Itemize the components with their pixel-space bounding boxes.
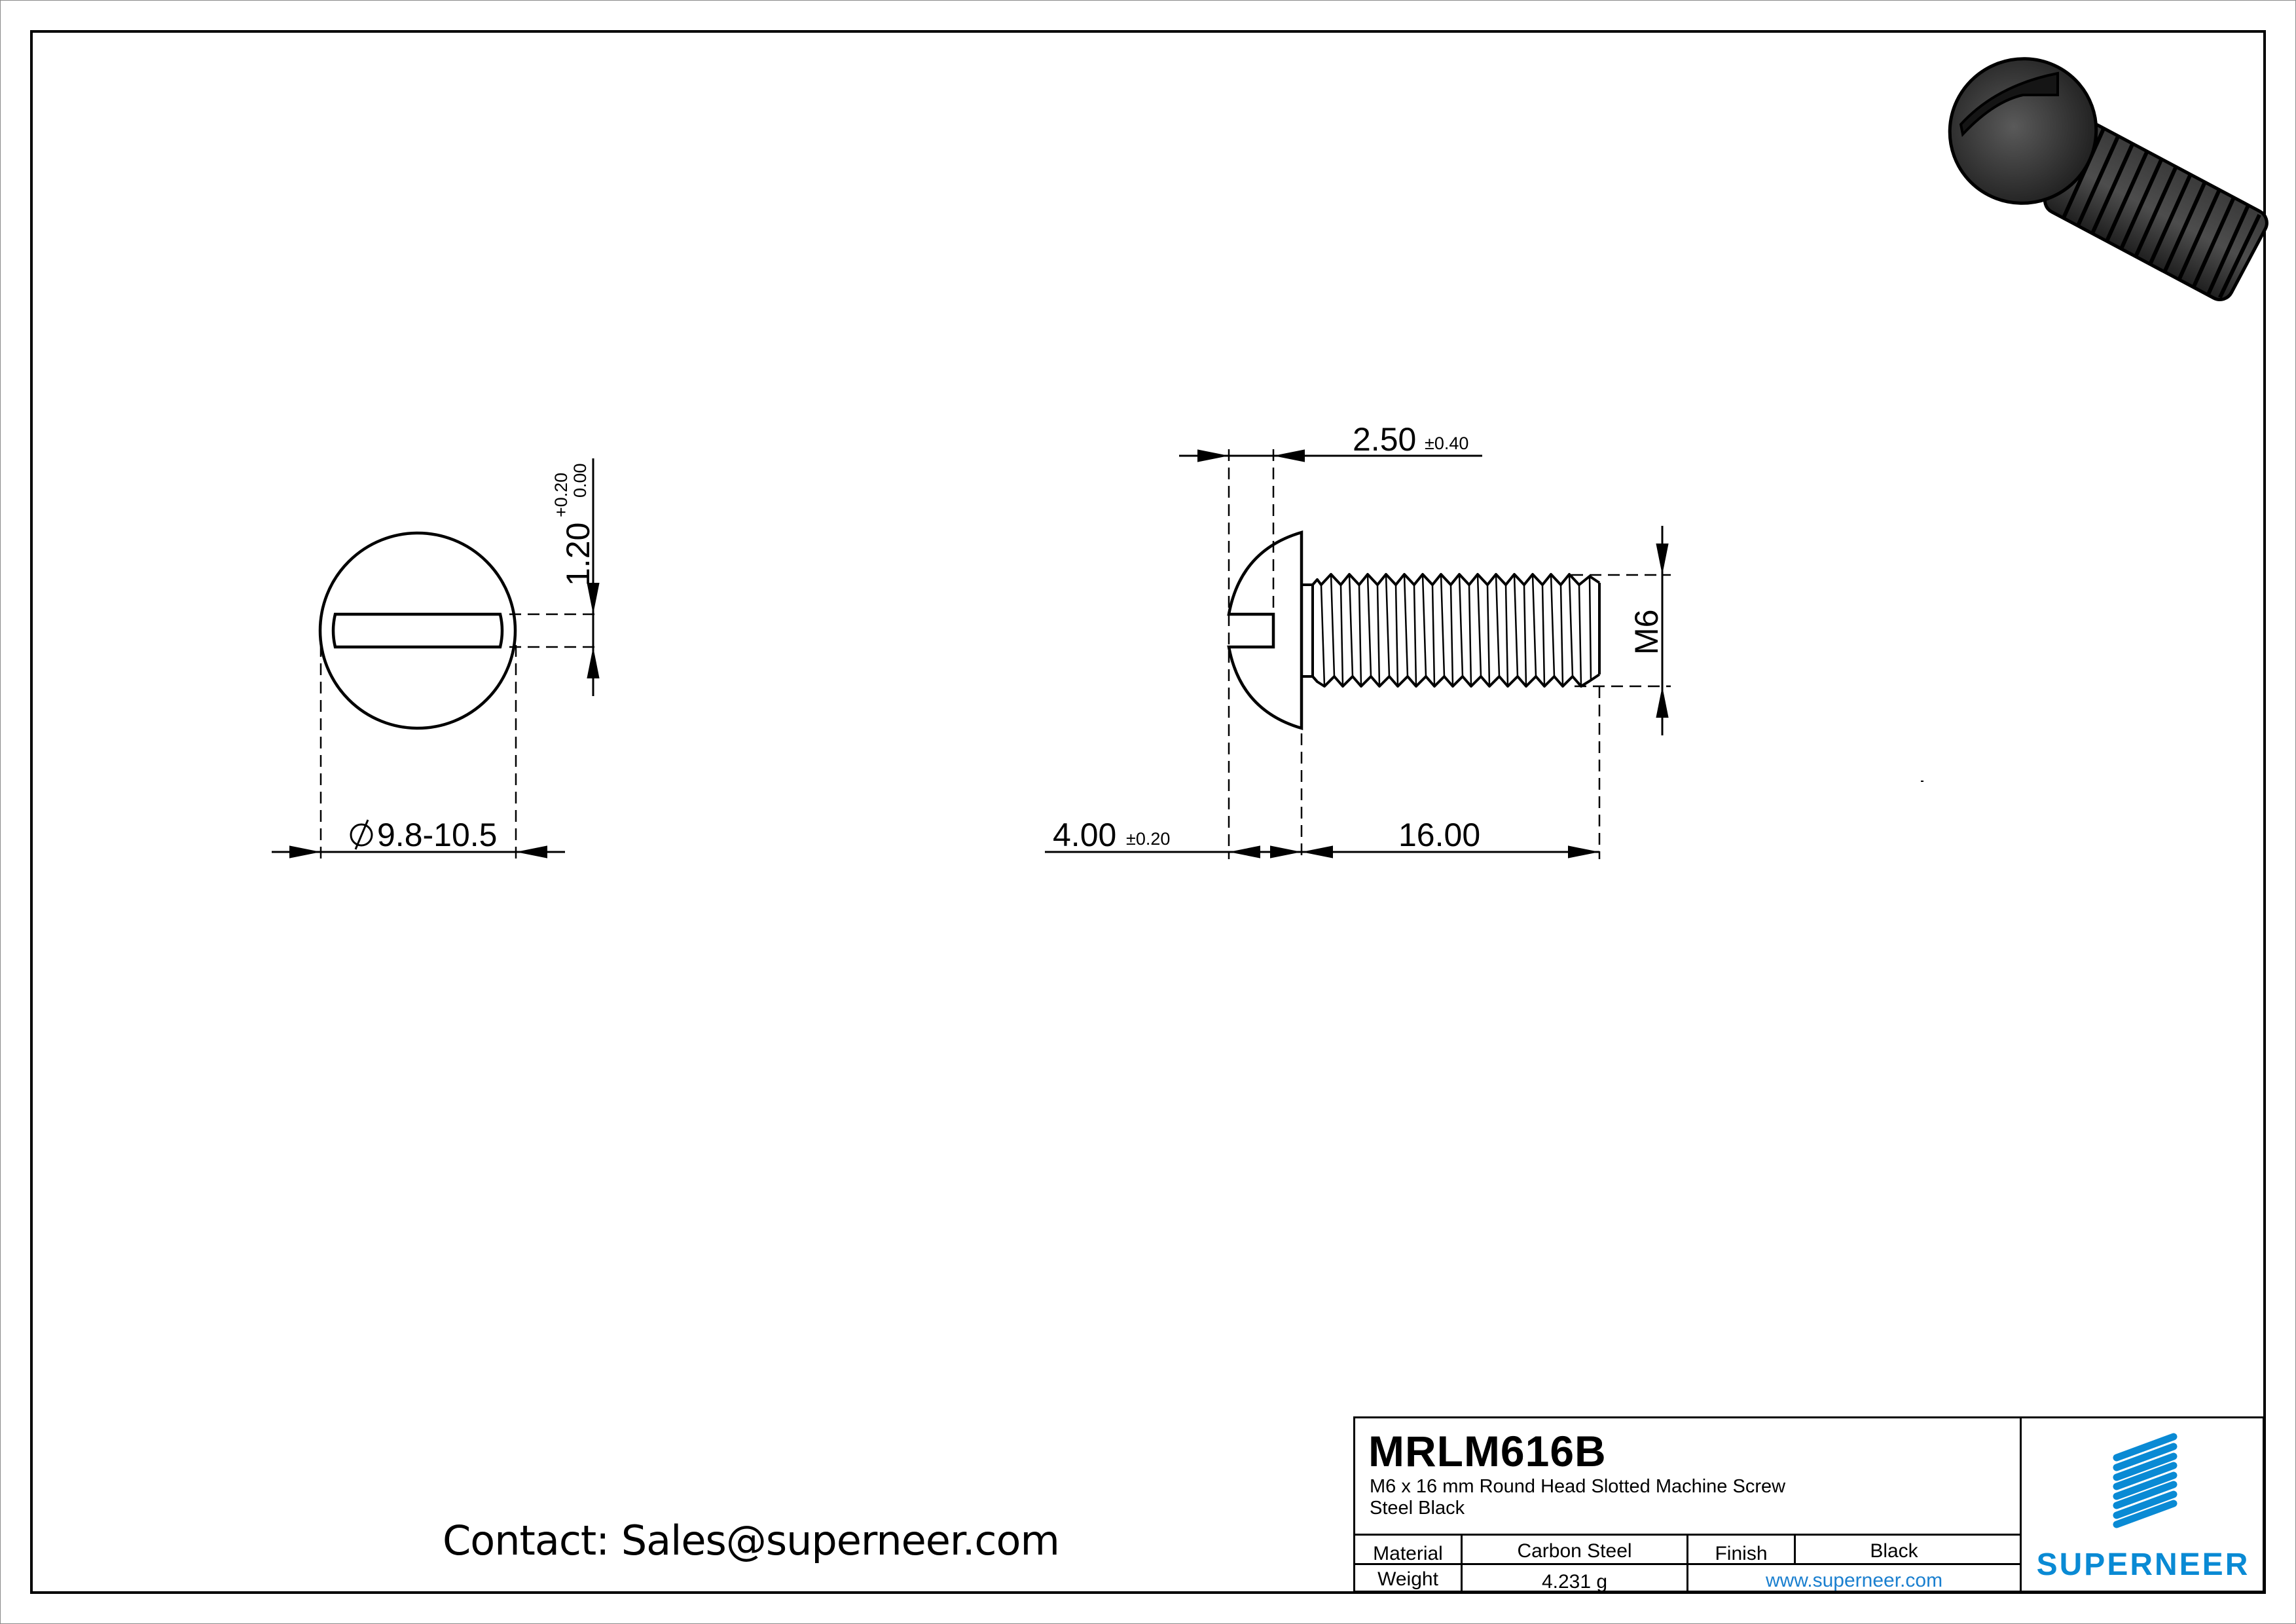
material-label: Material [1373,1543,1443,1564]
superneer-stripes-icon [2113,1433,2178,1528]
title-block: MRLM616B M6 x 16 mm Round Head Slotted M… [1353,1416,2265,1593]
weight-label: Weight [1377,1568,1438,1590]
weight-value: 4.231 g [1541,1571,1608,1593]
part-description-line2: Steel Black [1370,1498,1465,1519]
divider [1686,1534,1688,1593]
logo-wordmark: SUPERNEER [2036,1547,2250,1582]
finish-label: Finish [1715,1543,1768,1564]
thread-size-label: M6 [1628,610,1665,655]
head-profile [1227,530,1303,730]
superneer-logo: SUPERNEER [2022,1418,2265,1593]
front-view [272,458,601,859]
divider [1461,1534,1463,1593]
diameter-symbol-icon [350,819,373,850]
material-value: Carbon Steel [1517,1540,1632,1562]
slot-outline [331,612,504,649]
contact-email: Contact: Sales@superneer.com [443,1517,1060,1564]
slot-depth-tol: ±0.40 [1425,434,1468,453]
slot-width-value: 1.20 [560,523,596,586]
website-link[interactable]: www.superneer.com [1765,1570,1943,1591]
part-number: MRLM616B [1368,1427,1607,1475]
slot-width-tol-lower: 0.00 [570,463,590,498]
divider [2020,1418,2022,1593]
head-height-value: 4.00 [1053,817,1116,853]
diameter-value: 9.8-10.5 [377,817,497,853]
inner-frame [30,30,2266,1594]
screw-3d-render-icon [1948,57,2269,301]
slot-width-tol-upper: +0.20 [551,473,571,517]
length-value: 16.00 [1398,817,1480,853]
slot-depth-value: 2.50 [1353,421,1416,458]
divider [1794,1534,1796,1564]
finish-value: Black [1870,1540,1918,1562]
part-description-line1: M6 x 16 mm Round Head Slotted Machine Sc… [1370,1476,1786,1497]
head-height-tol: ±0.20 [1126,829,1170,849]
side-view [1045,449,1671,859]
